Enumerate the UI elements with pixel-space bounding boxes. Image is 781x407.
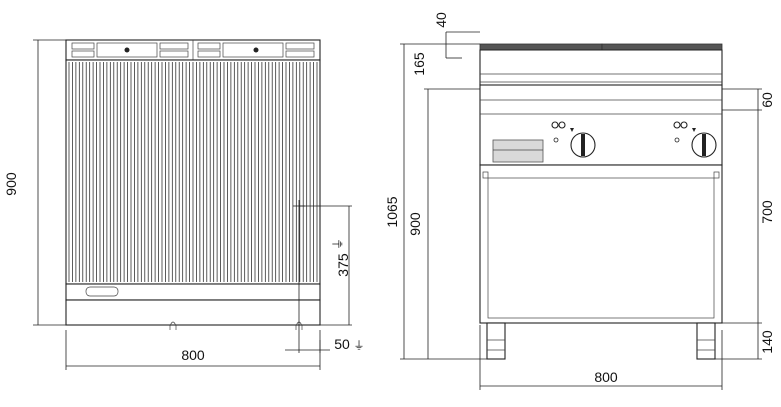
dimension-800-width: 800 <box>65 330 321 370</box>
knob-handle <box>581 134 585 156</box>
dimension-165-label: 165 <box>411 52 427 76</box>
top-view: 900 800 375 ⏚ 50 ⏚ <box>3 39 365 370</box>
front-gutter <box>65 283 321 301</box>
thermostat-icon <box>553 137 559 143</box>
flame-icon <box>570 128 574 132</box>
griddle-ribs <box>68 62 318 282</box>
dimension-375-label: 375 <box>335 253 351 277</box>
cooking-surface <box>479 49 723 86</box>
indicator-light-icon <box>558 121 566 129</box>
dimension-900-side-label: 900 <box>407 212 423 236</box>
screw-icon <box>124 47 130 53</box>
dimension-1065-label: 1065 <box>384 196 400 227</box>
cabinet <box>479 164 723 324</box>
indicator-light-icon <box>680 121 688 129</box>
dimension-50-label: 50 <box>334 336 350 352</box>
dimension-700-label: 700 <box>759 200 775 224</box>
back-rail-details <box>71 40 315 60</box>
knob-handle <box>702 134 706 156</box>
dimension-40-top: 40 <box>433 12 480 59</box>
thermostat-icon <box>674 137 680 143</box>
indicator-light-icon <box>551 121 559 129</box>
backsplash-right <box>601 43 723 51</box>
dimension-50-offset: 50 ⏚ <box>285 330 365 353</box>
drain-drawer <box>492 139 544 163</box>
dimension-800-label: 800 <box>181 347 205 363</box>
drain-marker: 375 ⏚ <box>293 200 352 330</box>
drawer-tabs <box>169 325 303 330</box>
dimension-1065-total: 1065 <box>384 43 487 360</box>
cabinet-opening <box>487 177 715 319</box>
knob-group-right <box>673 121 717 158</box>
drain-symbol-icon-2: ⏚ <box>354 339 365 352</box>
leg-left <box>486 322 506 360</box>
dimension-800-side-label: 800 <box>594 369 618 385</box>
dimension-165-upper: 165 <box>411 52 427 76</box>
screw-icon <box>253 47 259 53</box>
leg-right <box>696 322 716 360</box>
dimension-900-depth: 900 <box>3 39 66 326</box>
indicator-light-icon <box>673 121 681 129</box>
dimension-900-label: 900 <box>3 172 19 196</box>
dimension-900-height: 900 <box>407 88 480 359</box>
drain-slot <box>85 286 119 297</box>
dimension-40-label: 40 <box>433 12 449 28</box>
dimension-140-leg: 140 <box>715 323 775 360</box>
flame-icon <box>692 128 696 132</box>
backsplash-left <box>479 43 603 51</box>
dimension-140-label: 140 <box>759 330 775 354</box>
knob-group-left <box>551 121 596 158</box>
dimension-60-panel: 60 <box>722 88 775 111</box>
front-view: 1065 900 40 165 60 700 <box>384 12 775 390</box>
dimension-800-side-width: 800 <box>479 325 723 390</box>
drain-symbol-icon: ⏚ <box>331 238 345 250</box>
dimension-60-label: 60 <box>759 92 775 108</box>
front-edge <box>65 299 321 326</box>
dimension-700-body: 700 <box>722 110 775 324</box>
